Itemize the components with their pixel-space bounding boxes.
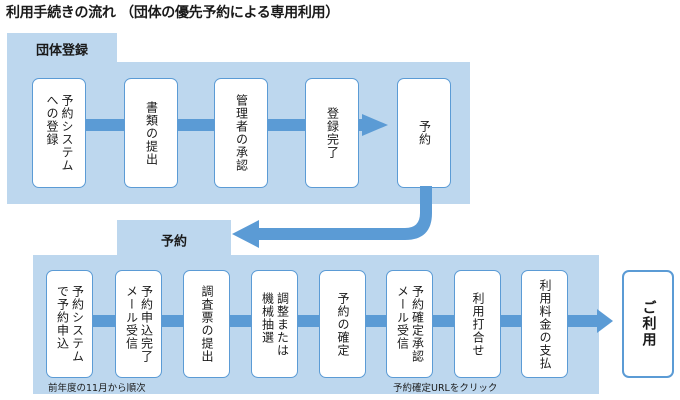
registration-section-label: 団体登録	[35, 43, 88, 59]
reservation-step-6-label: 予約確定承認 メール受信	[395, 285, 425, 363]
reservation-step-5: 予約の確定	[319, 270, 366, 378]
final-step-usage-label: ご利用	[640, 300, 657, 348]
registration-arrow-head	[362, 114, 388, 136]
registration-step-4-label: 登録完了	[325, 107, 340, 159]
registration-step-4: 登録完了	[305, 78, 359, 188]
reservation-step-5-label: 予約の確定	[336, 291, 350, 357]
registration-step-5: 予約	[397, 78, 451, 188]
reservation-step-2: 予約申込完了 メール受信	[115, 270, 162, 378]
reservation-step-1-label: 予約システム で予約申込	[55, 285, 85, 363]
registration-section-tab: 団体登録	[7, 33, 117, 65]
registration-step-2-label: 書類の提出	[144, 100, 159, 166]
reservation-step-3: 調査票の提出	[183, 270, 230, 378]
registration-step-1: 予約システム への登録	[32, 78, 86, 188]
reservation-step-1: 予約システム で予約申込	[46, 270, 93, 378]
reservation-step-3-label: 調査票の提出	[200, 285, 214, 363]
page-title: 利用手続きの流れ （団体の優先予約による専用利用）	[6, 5, 339, 21]
reservation-step-4: 調整または 機械抽選	[251, 270, 298, 378]
reservation-step-7: 利用打合せ	[454, 270, 501, 378]
reservation-step-2-label: 予約申込完了 メール受信	[124, 285, 154, 363]
reservation-step-8: 利用料金の支払	[521, 270, 568, 378]
registration-step-3-label: 管理者の承認	[234, 94, 249, 172]
transition-arrow-body	[259, 186, 432, 240]
registration-step-2: 書類の提出	[124, 78, 178, 188]
note-left: 前年度の11月から順次	[48, 383, 146, 394]
transition-arrow-head	[232, 220, 259, 248]
reservation-step-8-label: 利用料金の支払	[538, 278, 552, 370]
reservation-section-label: 予約	[160, 234, 187, 250]
final-step-usage: ご利用	[622, 270, 674, 378]
reservation-section-tab: 予約	[117, 220, 231, 260]
registration-step-3: 管理者の承認	[214, 78, 268, 188]
reservation-arrow-head	[597, 309, 613, 333]
reservation-step-7-label: 利用打合せ	[471, 291, 485, 357]
registration-step-1-label: 予約システム への登録	[45, 94, 74, 172]
reservation-step-4-label: 調整または 機械抽選	[260, 291, 290, 357]
reservation-step-6: 予約確定承認 メール受信	[386, 270, 433, 378]
registration-step-5-label: 予約	[417, 120, 432, 146]
note-right: 予約確定URLをクリック	[393, 383, 498, 394]
